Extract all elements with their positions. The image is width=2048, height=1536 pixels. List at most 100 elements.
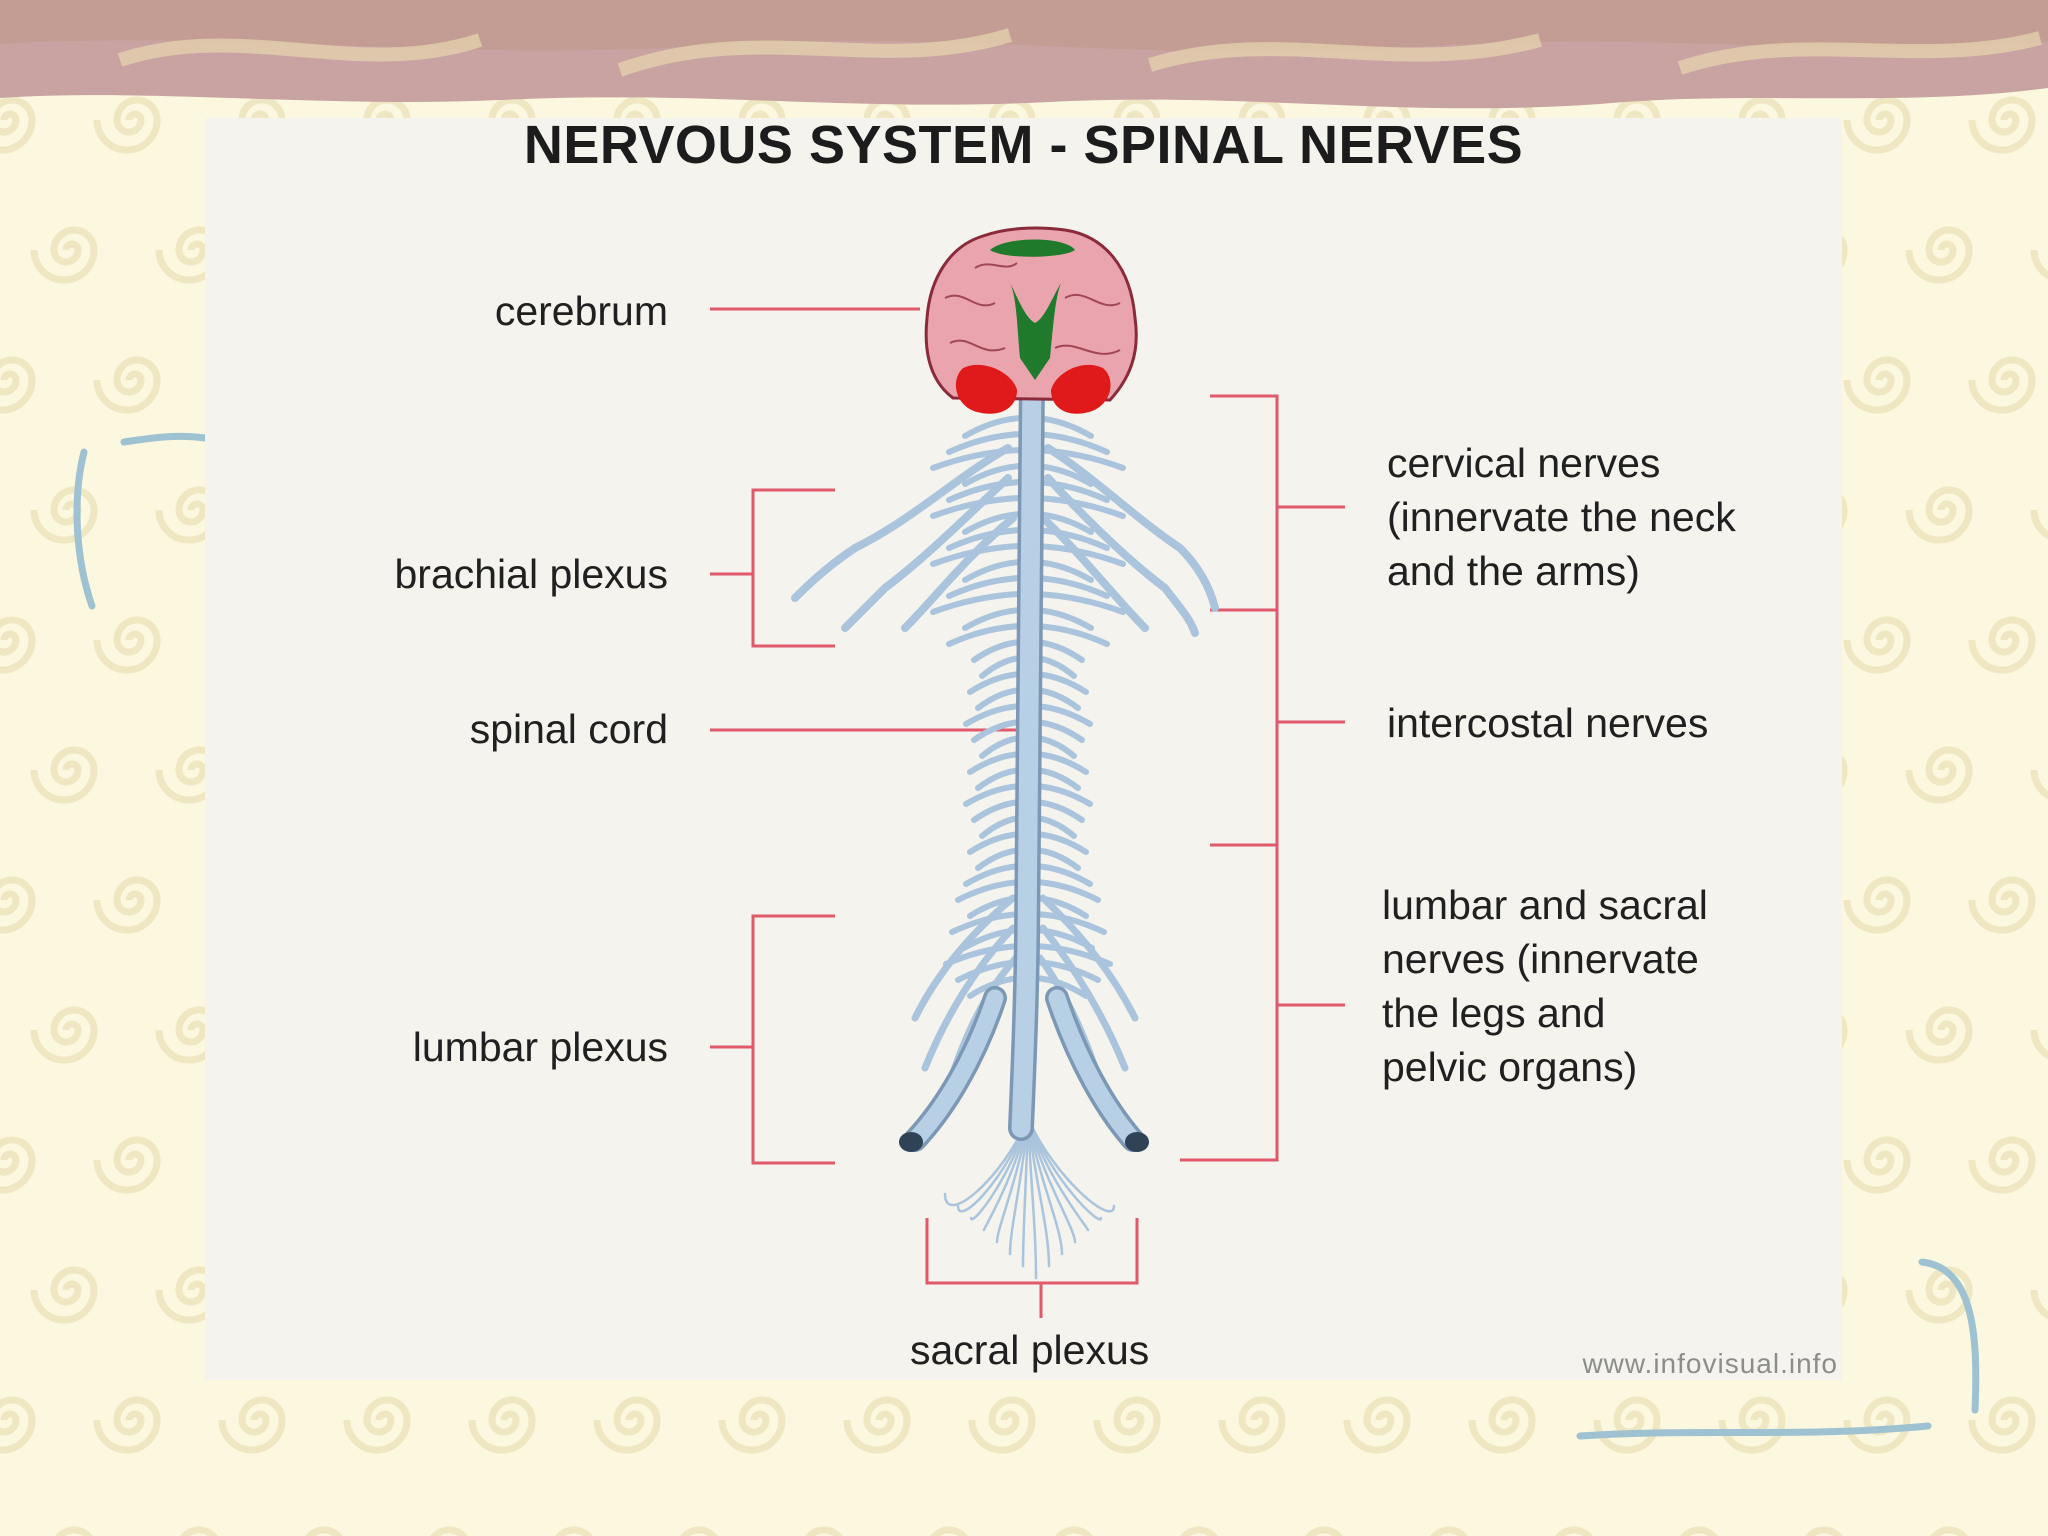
- brachial-nerve-left: [791, 444, 1012, 602]
- swirl: [1093, 1396, 1161, 1454]
- label-brachial-plexus: brachial plexus: [394, 551, 669, 597]
- swirl: [2034, 1530, 2048, 1536]
- swirl: [30, 1266, 98, 1324]
- swirl: [430, 1526, 468, 1536]
- swirl: [1593, 1396, 1661, 1454]
- swirl: [2030, 249, 2048, 280]
- swirl: [1843, 616, 1911, 674]
- swirl: [343, 1396, 411, 1454]
- swirl: [1968, 1136, 2036, 1194]
- lumbar-nerve: [1039, 894, 1139, 1022]
- bracket-brachial-plexus: [751, 488, 835, 648]
- bracket-lumbar-sacral: [1180, 845, 1279, 1162]
- label-cervical-line-2: (innervate the neck: [1387, 494, 1736, 540]
- label-lumbar-sacral-nerves: lumbar and sacral nerves (innervate the …: [1382, 878, 1708, 1094]
- nerve-branch-left: [946, 575, 1023, 599]
- lumbar-nerve: [921, 924, 1017, 1072]
- label-intercostal-nerves: intercostal nerves: [1387, 700, 1709, 746]
- swirl: [805, 1526, 843, 1536]
- nerve-branch-left: [955, 879, 1023, 903]
- nerve-branch-right: [1033, 495, 1126, 519]
- swirl: [555, 1526, 593, 1536]
- cerebellum-right: [1051, 364, 1111, 414]
- swirl: [2030, 769, 2048, 800]
- cerebrum-shape: [924, 226, 1138, 402]
- cerebellum-left: [955, 364, 1017, 414]
- swirl: [1805, 1526, 1843, 1536]
- swirl: [1905, 746, 1973, 804]
- nerve-branch-left: [962, 415, 1023, 439]
- swirl: [1305, 1526, 1343, 1536]
- swirl: [1905, 486, 1973, 544]
- bracket-sacral-plexus: [925, 1218, 1139, 1285]
- swirl: [0, 1136, 36, 1194]
- swirl: [468, 1396, 536, 1454]
- lumbar-nerve: [911, 894, 1017, 1022]
- swirl: [1343, 1396, 1411, 1454]
- brachial-nerve-left: [901, 514, 1017, 632]
- swirl: [55, 1526, 93, 1536]
- label-sacral-plexus: sacral plexus: [910, 1327, 1150, 1373]
- swirl: [93, 1136, 161, 1194]
- brachial-nerve-right: [1039, 514, 1149, 632]
- swirl: [843, 1396, 911, 1454]
- swirl: [1218, 1396, 1286, 1454]
- swirl: [930, 1526, 968, 1536]
- label-spinal-cord: spinal cord: [469, 706, 668, 752]
- brachial-nerve-right: [1044, 444, 1219, 612]
- label-lumbar-sacral-line-4: pelvic organs): [1382, 1044, 1638, 1090]
- spinal-cord-illustration: [791, 363, 1219, 1280]
- bracket-intercostal: [1210, 610, 1279, 847]
- swirl: [155, 226, 223, 284]
- swirl: [93, 616, 161, 674]
- swirl: [1843, 1136, 1911, 1194]
- nerve-branch-left: [967, 671, 1023, 695]
- source-watermark: www.infovisual.info: [1582, 1348, 1838, 1379]
- leader-lines: [710, 307, 1345, 1318]
- swirl: [1718, 1396, 1786, 1454]
- top-banner: [0, 0, 2048, 109]
- swirl: [1968, 616, 2036, 674]
- swirl: [968, 1396, 1036, 1454]
- swirl: [1843, 96, 1911, 154]
- swirl: [0, 616, 36, 674]
- swirl: [0, 96, 36, 154]
- swirl: [30, 226, 98, 284]
- nerve-branch-left: [963, 703, 1023, 727]
- swirl: [93, 876, 161, 934]
- swirl: [155, 1266, 223, 1324]
- swirl: [305, 1526, 343, 1536]
- nerve-branch-left: [946, 479, 1023, 503]
- swirl: [0, 356, 36, 414]
- label-cerebrum: cerebrum: [494, 288, 668, 334]
- nerve-branch-left: [962, 607, 1023, 631]
- swirl: [1968, 96, 2036, 154]
- swirl: [155, 746, 223, 804]
- swirl: [93, 96, 161, 154]
- swirl: [1055, 1526, 1093, 1536]
- swirl: [2030, 509, 2048, 540]
- nerve-branch-right: [1033, 591, 1126, 615]
- nerve-branch-right: [1033, 911, 1107, 935]
- swirl: [1180, 1526, 1218, 1536]
- nerve-branch-right: [1033, 879, 1101, 903]
- nerve-branch-left: [962, 463, 1023, 487]
- swirl: [1930, 1526, 1968, 1536]
- nerve-branch-left: [946, 623, 1023, 647]
- nerve-branch-left: [930, 591, 1023, 615]
- swirl: [1468, 1396, 1536, 1454]
- swirl: [93, 356, 161, 414]
- swirl: [1680, 1526, 1718, 1536]
- swirl: [218, 1396, 286, 1454]
- swirl: [1430, 1526, 1468, 1536]
- swirl: [1905, 226, 1973, 284]
- label-cervical-line-1: cervical nerves: [1387, 440, 1661, 486]
- label-lumbar-plexus: lumbar plexus: [412, 1024, 668, 1070]
- nerve-branch-left: [946, 431, 1023, 455]
- swirl: [1968, 1396, 2036, 1454]
- lumbar-nerve: [1039, 924, 1129, 1072]
- swirl: [30, 746, 98, 804]
- spinal-nerves-diagram: NERVOUS SYSTEM - SPINAL NERVES cerebrum …: [205, 118, 1842, 1380]
- right-bracket-marker: [1576, 1258, 1980, 1440]
- swirl: [180, 1526, 218, 1536]
